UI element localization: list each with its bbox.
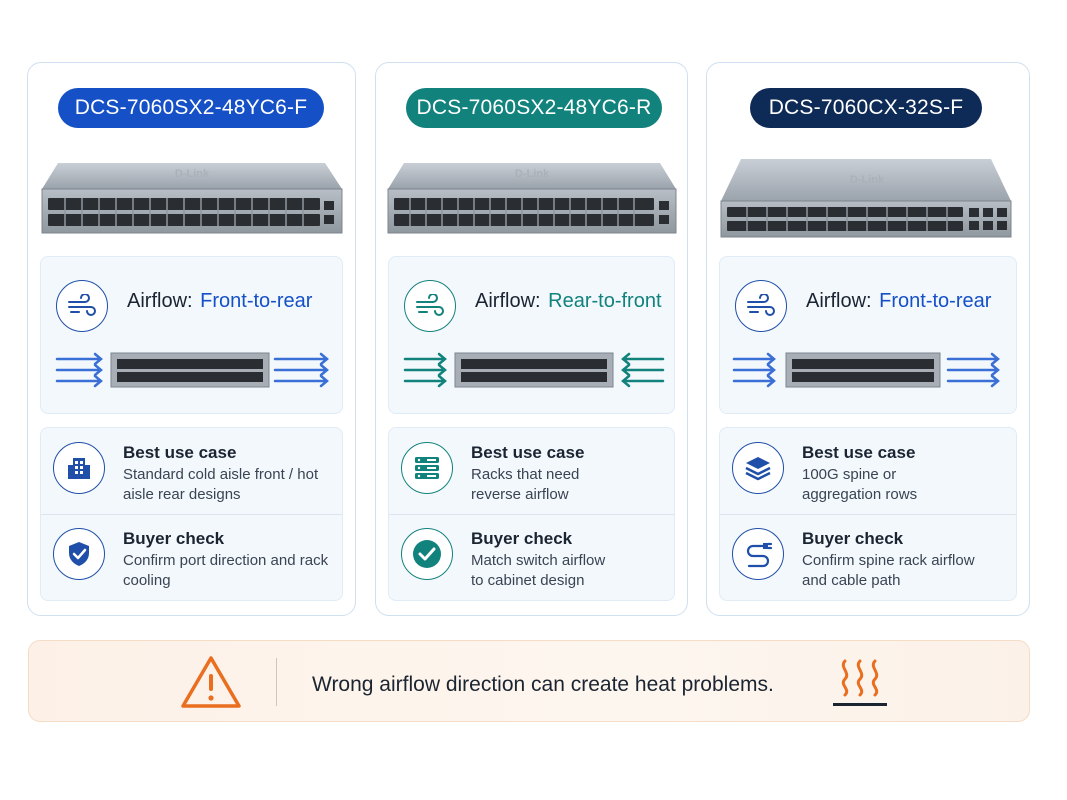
warning-triangle-icon bbox=[181, 656, 241, 708]
airflow-label: Airflow: Front-to-rear bbox=[127, 290, 312, 313]
info-panel: Best use case 100G spine or aggregation … bbox=[719, 427, 1017, 601]
info-panel: Best use case Standard cold aisle front … bbox=[40, 427, 343, 601]
buyer-check-text: Confirm spine rack airflow and cable pat… bbox=[802, 552, 975, 589]
cable-icon bbox=[732, 528, 784, 580]
heat-icon bbox=[833, 659, 887, 706]
switch-image: D-Link bbox=[41, 163, 343, 234]
airflow-label: Airflow: Rear-to-front bbox=[475, 290, 662, 313]
check-circle-icon bbox=[401, 528, 453, 580]
buyer-check-title: Buyer check bbox=[471, 529, 573, 548]
buyer-check-text: Confirm port direction and rack cooling bbox=[123, 552, 329, 589]
model-badge: DCS-7060SX2-48YC6-F bbox=[58, 88, 324, 128]
brand-logo: D-Link bbox=[850, 174, 885, 186]
best-use-text: 100G spine or aggregation rows bbox=[802, 466, 918, 503]
airflow-direction: Front-to-rear bbox=[879, 290, 992, 312]
airflow-label: Airflow: Front-to-rear bbox=[806, 290, 991, 313]
warning-text: Wrong airflow direction can create heat … bbox=[312, 673, 774, 696]
buyer-check-title: Buyer check bbox=[802, 529, 904, 548]
switch-image: D-Link bbox=[387, 163, 677, 234]
brand-logo: D-Link bbox=[175, 168, 210, 180]
model-badge: DCS-7060SX2-48YC6-R bbox=[406, 88, 662, 128]
best-use-title: Best use case bbox=[123, 443, 237, 462]
building-icon bbox=[53, 442, 105, 494]
divider bbox=[41, 514, 342, 515]
model-name: DCS-7060SX2-48YC6-R bbox=[416, 96, 652, 119]
info-panel: Best use case Racks that need reverse ai… bbox=[388, 427, 675, 601]
model-name: DCS-7060CX-32S-F bbox=[768, 96, 964, 119]
model-badge: DCS-7060CX-32S-F bbox=[750, 88, 982, 128]
divider bbox=[389, 514, 674, 515]
airflow-diagram bbox=[55, 352, 329, 388]
product-card-front-to-rear: DCS-7060SX2-48YC6-F D-Link bbox=[27, 62, 356, 616]
warning-banner: Wrong airflow direction can create heat … bbox=[28, 640, 1030, 722]
layers-icon bbox=[732, 442, 784, 494]
airflow-direction: Rear-to-front bbox=[548, 290, 662, 312]
shield-check-icon bbox=[53, 528, 105, 580]
airflow-label-text: Airflow: bbox=[127, 290, 193, 312]
divider bbox=[276, 658, 277, 706]
airflow-diagram bbox=[403, 352, 665, 388]
product-card-rear-to-front: DCS-7060SX2-48YC6-R D-Link bbox=[375, 62, 688, 616]
best-use-text: Racks that need reverse airflow bbox=[471, 466, 580, 503]
server-rack-icon bbox=[401, 442, 453, 494]
airflow-panel: Airflow: Rear-to-front bbox=[388, 256, 675, 414]
buyer-check-text: Match switch airflow to cabinet design bbox=[471, 552, 606, 589]
airflow-direction: Front-to-rear bbox=[200, 290, 313, 312]
wind-icon bbox=[56, 280, 108, 332]
airflow-diagram bbox=[732, 352, 1000, 388]
divider bbox=[720, 514, 1016, 515]
wind-icon bbox=[404, 280, 456, 332]
airflow-panel: Airflow: Front-to-rear bbox=[719, 256, 1017, 414]
switch-image: D-Link bbox=[720, 159, 1012, 238]
airflow-panel: Airflow: Front-to-rear bbox=[40, 256, 343, 414]
airflow-label-text: Airflow: bbox=[806, 290, 872, 312]
airflow-label-text: Airflow: bbox=[475, 290, 541, 312]
model-name: DCS-7060SX2-48YC6-F bbox=[74, 96, 308, 119]
buyer-check-title: Buyer check bbox=[123, 529, 225, 548]
best-use-text: Standard cold aisle front / hot aisle re… bbox=[123, 466, 319, 503]
best-use-title: Best use case bbox=[471, 443, 585, 462]
brand-logo: D-Link bbox=[515, 168, 550, 180]
wind-icon bbox=[735, 280, 787, 332]
product-card-spine: DCS-7060CX-32S-F D-Link bbox=[706, 62, 1030, 616]
best-use-title: Best use case bbox=[802, 443, 916, 462]
